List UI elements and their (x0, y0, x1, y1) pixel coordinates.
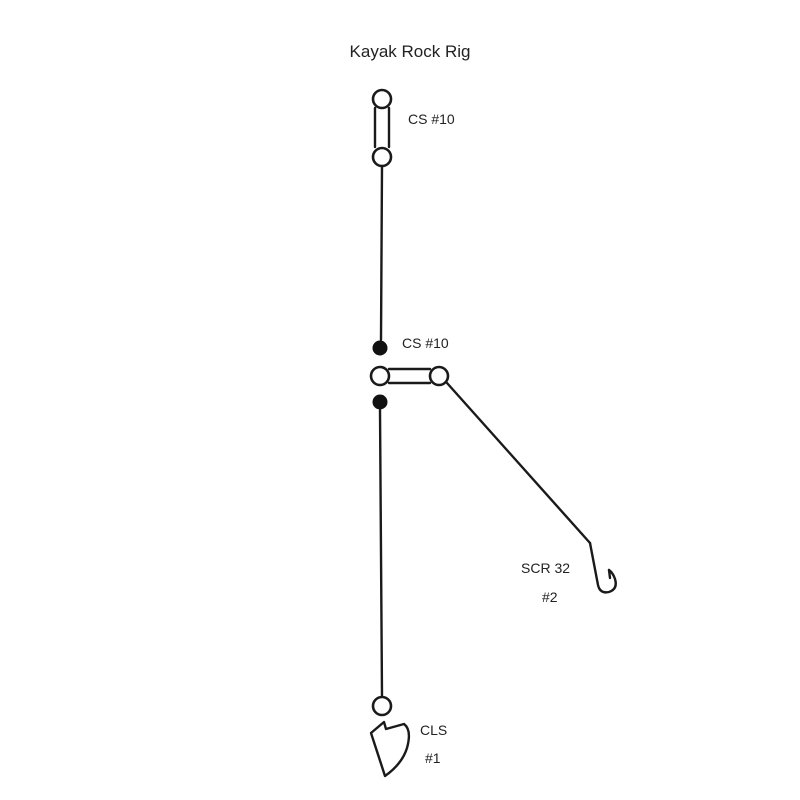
top-swivel (371, 88, 393, 168)
diagram-title: Kayak Rock Rig (350, 42, 471, 61)
middle-swivel-right-ring (428, 365, 450, 387)
middle-swivel (369, 365, 450, 387)
sinker-clip-label-line1: CLS (420, 722, 447, 738)
bottom-ring (371, 695, 393, 717)
top-swivel-upper-ring (371, 88, 393, 110)
hook-label-line1: SCR 32 (521, 560, 570, 576)
sinker-clip-label-line2: #1 (425, 750, 441, 766)
middle-swivel-left-ring (369, 365, 391, 387)
hook-label-line2: #2 (542, 589, 558, 605)
main-line-lower (378, 408, 384, 698)
hook-barb (607, 568, 612, 580)
dropper-line (445, 381, 592, 545)
sinker-clip-icon (369, 720, 411, 778)
top-swivel-lower-ring (371, 146, 393, 168)
lower-bead (372, 394, 388, 410)
main-line-upper (379, 164, 384, 342)
hook-icon (588, 541, 617, 594)
upper-bead (372, 340, 388, 356)
middle-swivel-label: CS #10 (402, 335, 449, 351)
top-swivel-label: CS #10 (408, 111, 455, 127)
